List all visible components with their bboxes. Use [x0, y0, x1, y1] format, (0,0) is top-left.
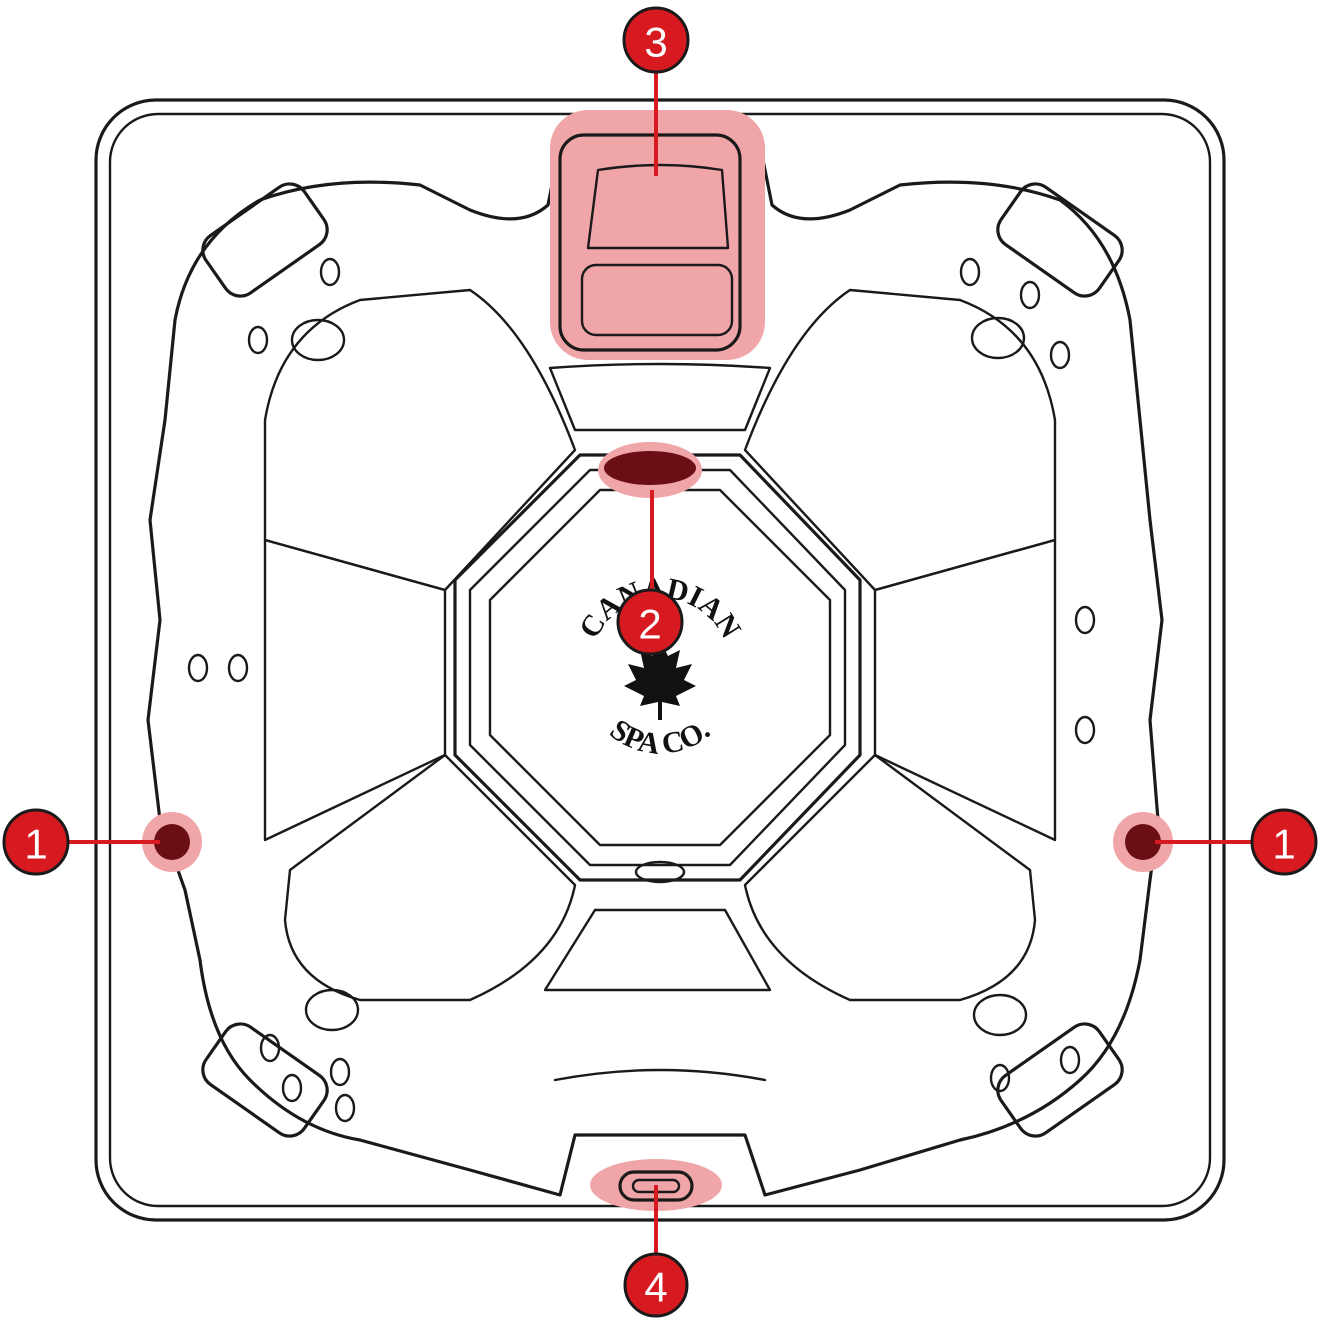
callout-4: 4	[625, 1254, 687, 1316]
callout-3: 3	[624, 8, 688, 72]
callout-2: 2	[618, 590, 682, 654]
bottom-ledge	[555, 1070, 765, 1080]
left-seat-curve	[265, 290, 575, 590]
left-mid-seat	[265, 540, 445, 840]
bottom-step	[545, 910, 770, 990]
right-mid-seat	[875, 540, 1055, 840]
right-lower-seat	[745, 755, 1035, 1000]
pillow-top-left	[196, 177, 334, 303]
spa-light	[604, 451, 696, 485]
callout-1-left: 1	[4, 810, 68, 874]
right-seat-curve	[745, 290, 1055, 590]
callout-1-right: 1	[1252, 810, 1316, 874]
air-control-br	[974, 995, 1026, 1035]
svg-text:3: 3	[644, 19, 667, 66]
svg-text:4: 4	[644, 1264, 667, 1311]
air-control-bl	[306, 990, 358, 1030]
left-lower-seat	[285, 755, 575, 1000]
svg-text:1: 1	[1272, 821, 1295, 868]
pillow-top-right	[991, 177, 1129, 303]
svg-text:1: 1	[24, 821, 47, 868]
logo-line2: SPA CO.	[604, 713, 716, 761]
svg-text:2: 2	[638, 601, 661, 648]
top-step	[550, 364, 770, 430]
